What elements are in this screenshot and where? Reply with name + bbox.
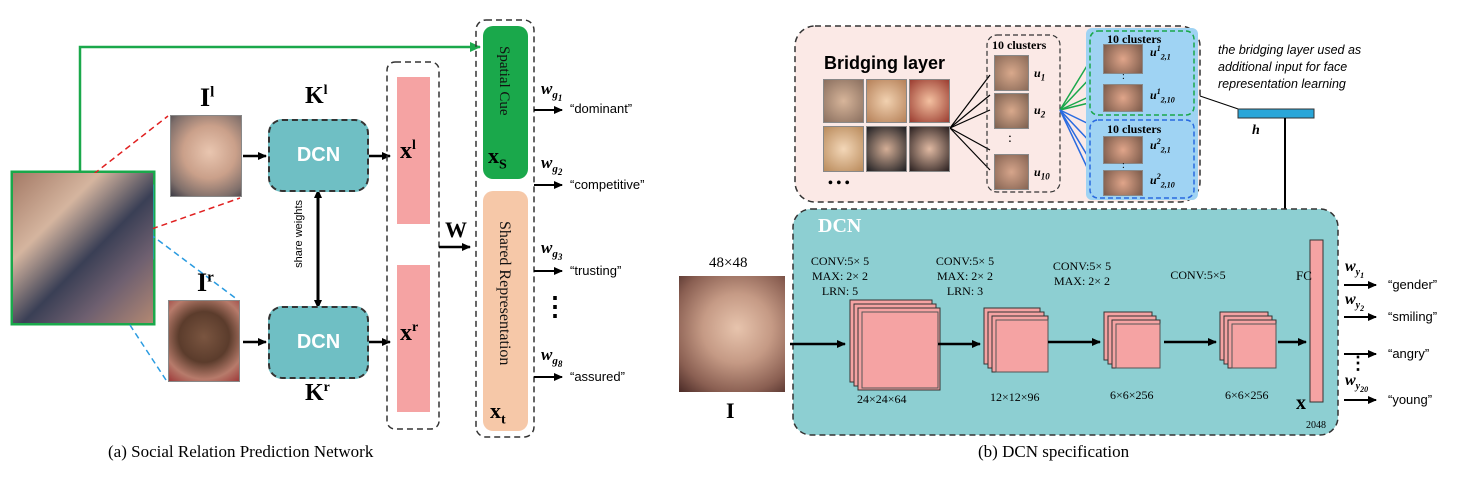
spatial-cue-connector <box>78 42 481 172</box>
output-label-1: “dominant” <box>570 101 633 116</box>
attr-label-2: “smiling” <box>1388 309 1438 324</box>
layer-2-size: 12×12×96 <box>990 390 1040 404</box>
feature-left-label: xl <box>400 138 416 164</box>
dcn-bottom-block: DCN <box>268 306 369 379</box>
grid-face <box>909 126 950 172</box>
spatial-cue-label: Spatial Cue <box>496 46 512 116</box>
kernel-top-label: Kl <box>305 83 328 109</box>
fc-x-label: x <box>1296 392 1306 414</box>
grid-face <box>823 79 864 123</box>
caption-a: (a) Social Relation Prediction Network <box>108 442 374 461</box>
h-label: h <box>1252 123 1260 138</box>
output-label-2: “competitive” <box>570 177 645 192</box>
output-label-3: “trusting” <box>570 263 622 278</box>
grid-face <box>866 79 907 123</box>
scene-frame <box>10 170 156 326</box>
conv-layer-2 <box>983 307 1049 373</box>
clusters-title: 10 clusters <box>992 38 1047 52</box>
feature-container <box>386 61 440 430</box>
layer-1-size: 24×24×64 <box>857 392 907 406</box>
cluster-ellipsis: : <box>1008 131 1012 146</box>
sub-cluster-2 <box>1089 119 1195 199</box>
weight-matrix-label: W <box>445 217 467 242</box>
attr-weight-1: wy1 <box>1345 258 1365 281</box>
scene-photo <box>13 173 153 323</box>
kernel-bottom-label: Kr <box>305 380 330 406</box>
u-label-10: u10 <box>1034 165 1050 182</box>
input-image-label: I <box>726 398 735 423</box>
u-label-2: u2 <box>1034 103 1046 120</box>
fc-vector <box>1309 239 1324 403</box>
sub-cluster-2-face-top <box>1103 136 1143 164</box>
grid-face <box>866 126 907 172</box>
sub-cluster-1-face-top <box>1103 44 1143 74</box>
sub-cluster-1-face-bottom <box>1103 84 1143 112</box>
layer-3-size: 6×6×256 <box>1110 388 1154 402</box>
dcn-spec-title: DCN <box>818 215 862 237</box>
attr-label-3: “angry” <box>1388 346 1430 361</box>
shared-rep-block <box>483 191 528 431</box>
h-vector <box>1237 108 1315 119</box>
feature-left-bar <box>397 77 430 224</box>
sub-cluster-2-ellipsis: : <box>1122 160 1125 171</box>
fc-label: FC <box>1296 268 1312 283</box>
share-weights-label: share weights <box>293 200 305 268</box>
attr-label-1: “gender” <box>1388 277 1438 292</box>
input-right-label: Ir <box>197 268 214 297</box>
u-label-1: u1 <box>1034 66 1046 83</box>
cluster-face-1 <box>994 55 1029 91</box>
attr-label-20: “young” <box>1388 392 1433 407</box>
output-container <box>475 19 535 438</box>
bridging-title: Bridging layer <box>824 53 946 73</box>
cluster-face-2 <box>994 93 1029 129</box>
left-face-photo <box>170 115 242 197</box>
dcn-top-block: DCN <box>268 119 369 192</box>
shared-var-label: xt <box>490 398 506 428</box>
output-weight-1: wg1 <box>541 79 563 104</box>
conv-layer-1 <box>849 299 941 391</box>
conv-layer-4 <box>1219 311 1277 369</box>
conv-layer-3 <box>1103 311 1161 369</box>
right-face-photo <box>168 300 240 382</box>
input-face-photo <box>679 276 785 392</box>
sub-cluster-1-top-label: u12,1 <box>1150 44 1171 62</box>
spatial-cue-block <box>483 26 528 179</box>
sub-cluster-2-bottom-label: u22,10 <box>1150 172 1175 190</box>
sub-cluster-1-ellipsis: : <box>1122 71 1125 82</box>
cluster-box <box>986 34 1061 193</box>
input-size-label: 48×48 <box>709 255 748 271</box>
layer-4-size: 6×6×256 <box>1225 388 1269 402</box>
output-weight-8: wg8 <box>541 345 563 370</box>
sub-cluster-1-bottom-label: u12,10 <box>1150 87 1175 105</box>
cluster-face-10 <box>994 154 1029 190</box>
feature-right-label: xr <box>400 320 419 346</box>
output-label-8: “assured” <box>570 369 625 384</box>
caption-b: (b) DCN specification <box>978 442 1130 461</box>
bridging-note: the bridging layer used as additional in… <box>1218 43 1362 91</box>
sub-cluster-1-title: 10 clusters <box>1107 32 1162 46</box>
fc-dim-label: 2048 <box>1306 420 1326 431</box>
attr-ellipsis: ⋮ <box>1349 353 1367 373</box>
input-left-label: Il <box>200 83 215 112</box>
face-grid <box>823 79 950 175</box>
attr-weight-2: wy2 <box>1345 291 1365 314</box>
face-grid-dots: • • • <box>828 176 850 191</box>
grid-face <box>823 126 864 172</box>
sub-cluster-2-title: 10 clusters <box>1107 122 1162 136</box>
output-weight-2: wg2 <box>541 153 563 178</box>
attr-weight-20: wy20 <box>1345 372 1369 395</box>
sub-cluster-2-face-bottom <box>1103 170 1143 196</box>
output-weight-3: wg3 <box>541 238 563 263</box>
output-ellipsis-left: ⋮ <box>542 292 568 321</box>
sub-cluster-1 <box>1089 30 1195 116</box>
sub-cluster-2-top-label: u22,1 <box>1150 137 1171 155</box>
spatial-var-label: xS <box>488 143 507 173</box>
layer-4-spec: CONV:5×5 <box>1170 268 1226 282</box>
grid-face <box>909 79 950 123</box>
feature-right-bar <box>397 265 430 412</box>
shared-rep-label: Shared Representation <box>496 221 513 366</box>
